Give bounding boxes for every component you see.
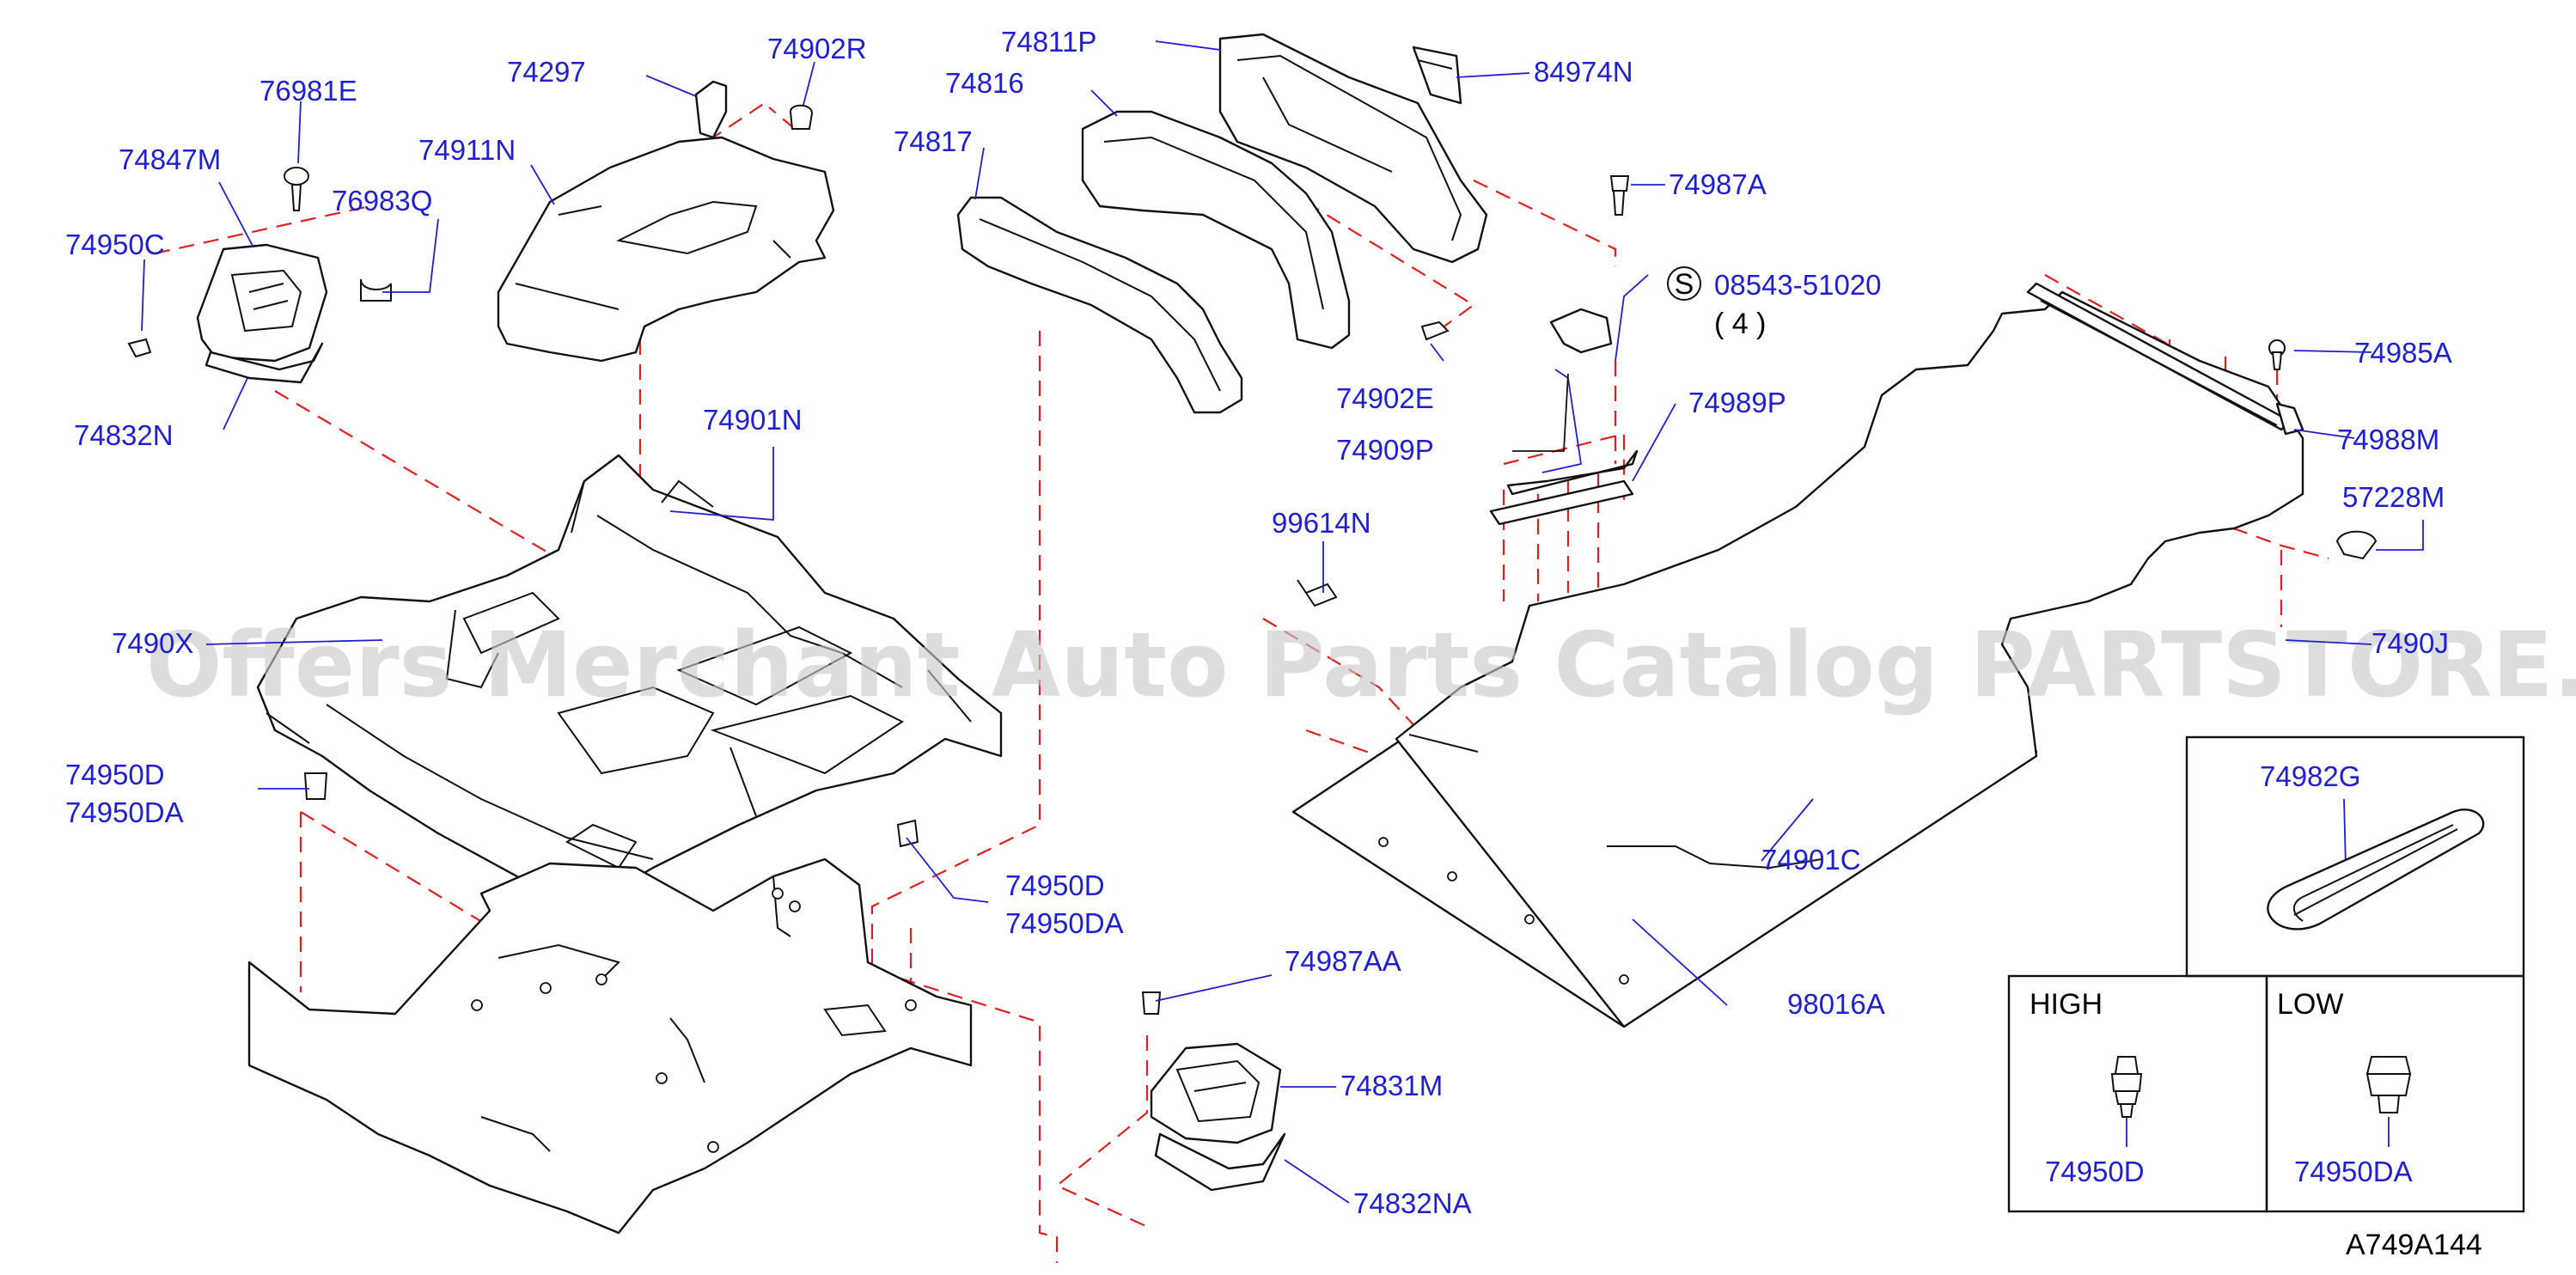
label-76981e: 76981E	[259, 75, 357, 107]
label-74987a: 74987A	[1669, 168, 1767, 200]
watermark-text: Offers Merchant Auto Parts Catalog PARTS…	[146, 613, 2576, 717]
screw-symbol-circle	[1667, 266, 1701, 301]
floor-panel	[247, 857, 973, 1235]
label-76983q: 76983Q	[332, 185, 432, 217]
label-74950da-center: 74950DA	[1005, 907, 1124, 939]
label-08543-51020: 08543-51020	[1714, 269, 1882, 301]
label-74950d-left: 74950D	[65, 759, 165, 790]
screw-symbol-letter: S	[1675, 268, 1694, 301]
label-74832na: 74832NA	[1353, 1187, 1472, 1219]
floor-mat-74911n	[497, 136, 835, 363]
diagram-reference-code: A749A144	[2346, 1229, 2482, 1261]
label-74297: 74297	[507, 56, 586, 88]
label-74909p: 74909P	[1336, 434, 1434, 466]
rail-74989p	[1489, 479, 1634, 526]
label-7490x: 7490X	[112, 627, 193, 659]
label-99614n: 99614N	[1272, 507, 1371, 539]
label-74902e: 74902E	[1336, 382, 1434, 414]
label-98016a: 98016A	[1787, 988, 1885, 1020]
label-74817: 74817	[894, 125, 973, 157]
leader-74909p	[1512, 373, 1569, 452]
label-74911n: 74911N	[418, 134, 516, 166]
cargo-trays	[956, 33, 1488, 414]
label-74902r: 74902R	[767, 33, 867, 64]
label-74901n: 74901N	[703, 404, 803, 436]
inset-low-label: LOW	[2277, 988, 2343, 1021]
label-74950c: 74950C	[65, 229, 165, 260]
inset-high-label: HIGH	[2030, 988, 2103, 1021]
label-74816: 74816	[945, 67, 1024, 99]
label-74950da-left: 74950DA	[65, 796, 184, 828]
label-74901c: 74901C	[1761, 844, 1861, 875]
label-74832n: 74832N	[74, 419, 174, 451]
label-74950d-center: 74950D	[1005, 869, 1105, 901]
rail-74988m	[2026, 282, 2304, 436]
storage-box-74847m	[196, 243, 328, 384]
label-74989p: 74989P	[1688, 387, 1786, 418]
inset-panels	[2007, 735, 2525, 1213]
label-84974n: 84974N	[1534, 56, 1633, 88]
storage-box-74831m	[1150, 1042, 1286, 1192]
label-74988m: 74988M	[2337, 424, 2439, 455]
label-74847m: 74847M	[119, 143, 221, 175]
label-08543-qty: ( 4 )	[1714, 308, 1766, 340]
cargo-mat-74901c	[1291, 290, 2304, 1028]
label-74985a: 74985A	[2354, 337, 2452, 369]
part-labels: 74297 74902R 76981E 74847M 74911N 76983Q…	[65, 26, 2482, 1261]
label-74950da-low: 74950DA	[2294, 1156, 2413, 1187]
label-74811p: 74811P	[1001, 26, 1096, 58]
label-7490j: 7490J	[2372, 627, 2449, 659]
label-57228m: 57228M	[2342, 481, 2445, 513]
label-74950d-high: 74950D	[2045, 1156, 2145, 1187]
label-74831m: 74831M	[1340, 1070, 1443, 1101]
label-74987aa: 74987AA	[1285, 945, 1401, 977]
label-74982g: 74982G	[2260, 760, 2360, 792]
leader-lines	[141, 40, 2424, 1204]
